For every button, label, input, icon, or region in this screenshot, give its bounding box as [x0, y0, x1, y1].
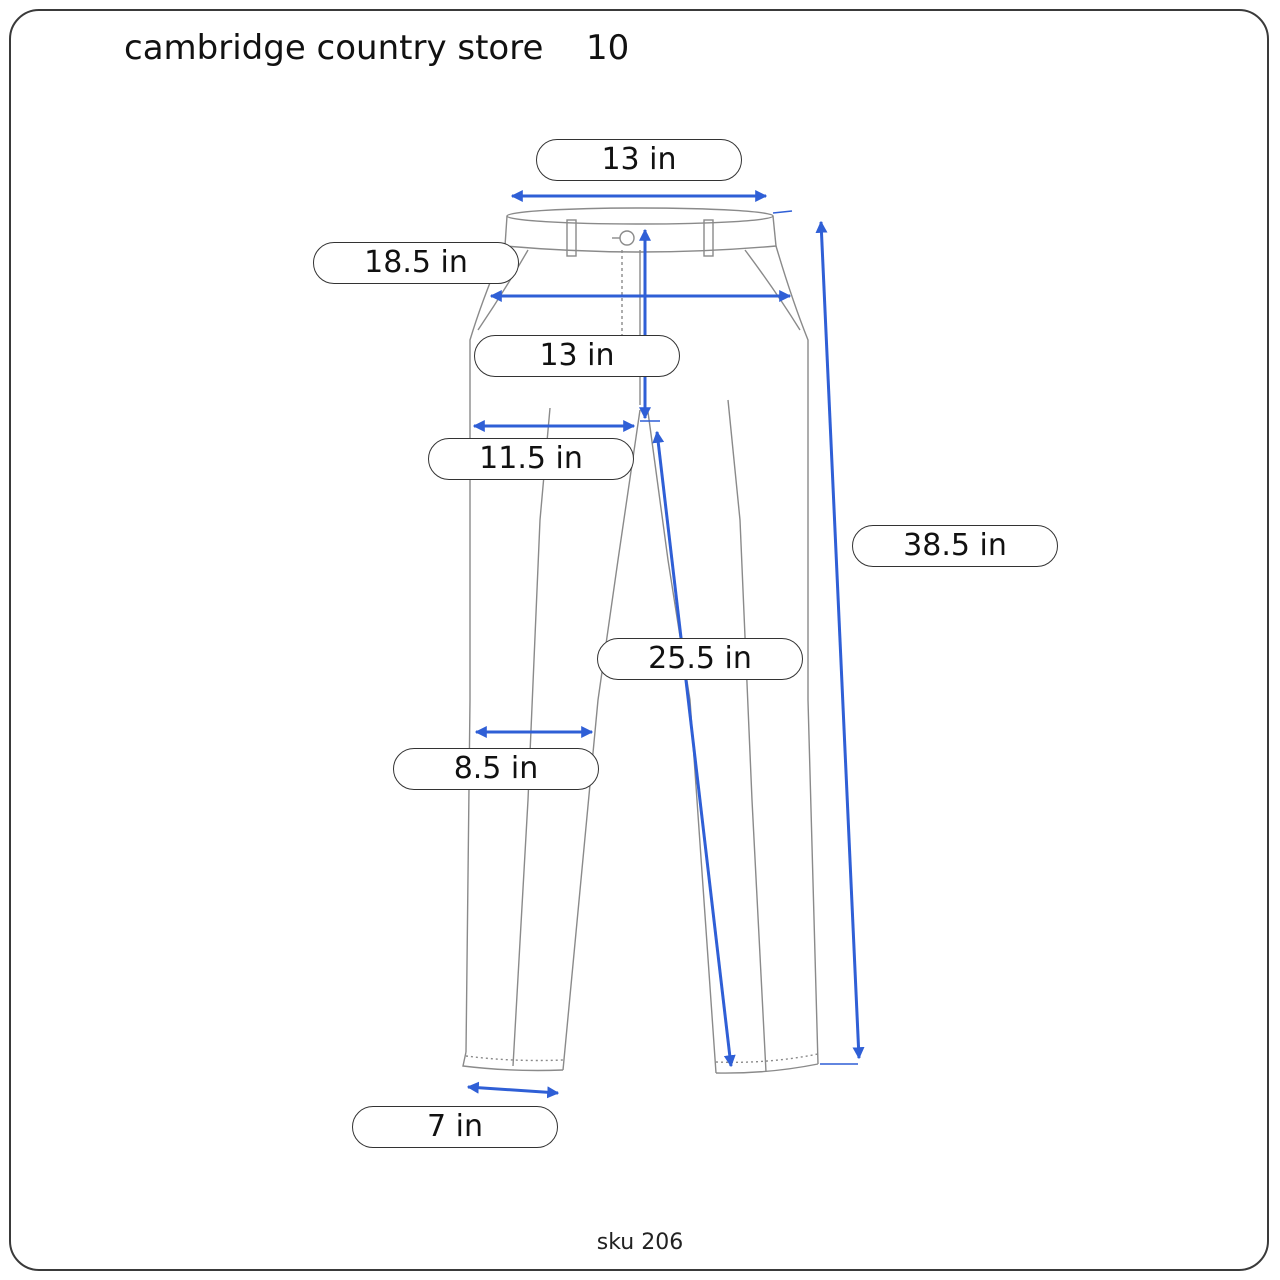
inseam-measurement: 25.5 in — [597, 638, 803, 680]
brand-label: cambridge country store — [124, 28, 544, 68]
leg-opening-measurement: 7 in — [352, 1106, 558, 1148]
hip-measurement: 18.5 in — [313, 242, 519, 284]
waist-measurement: 13 in — [536, 139, 742, 181]
size-label: 10 — [586, 28, 630, 68]
outseam-measurement: 38.5 in — [852, 525, 1058, 567]
card-frame — [9, 9, 1269, 1271]
outseam-arrow — [815, 220, 865, 1060]
knee-measurement: 8.5 in — [393, 748, 599, 790]
leg-opening-arrow — [466, 1081, 560, 1099]
inseam-arrow — [652, 430, 736, 1068]
thigh-measurement: 11.5 in — [428, 438, 634, 480]
sku-label: sku 206 — [596, 1230, 684, 1255]
rise-measurement: 13 in — [474, 335, 680, 377]
measurement-arrows — [466, 190, 865, 1099]
